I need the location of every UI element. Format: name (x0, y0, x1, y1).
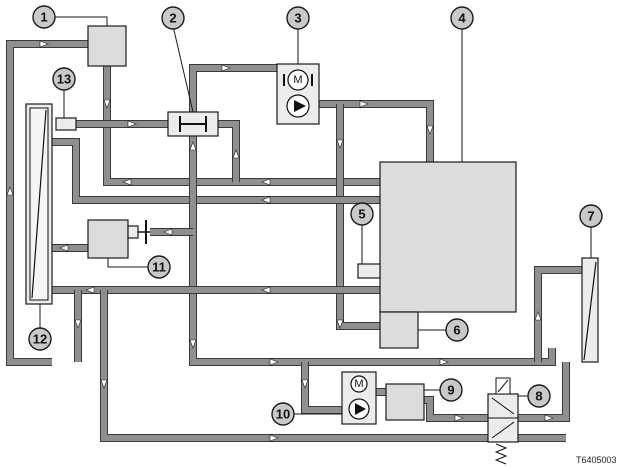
flow-arrow (544, 414, 554, 422)
flow-arrow (269, 358, 279, 366)
svg-text:5: 5 (358, 207, 365, 222)
flow-arrows (6, 40, 554, 442)
flow-arrow (439, 358, 449, 366)
flow-arrow (189, 141, 197, 151)
callout-5: 5 (350, 202, 374, 226)
flow-arrow (6, 186, 14, 196)
components: M (25, 25, 599, 465)
flow-arrow (221, 64, 231, 72)
flow-arrow (454, 414, 464, 422)
callout-12: 12 (28, 327, 52, 351)
component-8-solenoid-valve (487, 377, 519, 465)
pipe-outer-left-loop-fill (7, 41, 88, 365)
svg-text:8: 8 (535, 389, 542, 404)
flow-arrow (261, 286, 271, 294)
component-7-radiator (581, 257, 599, 363)
svg-text:10: 10 (276, 407, 290, 422)
component-12-radiator (25, 103, 53, 305)
reference-code: T6405003 (576, 455, 617, 465)
callout-7: 7 (579, 204, 603, 228)
flow-arrow (59, 244, 69, 252)
svg-text:6: 6 (453, 323, 460, 338)
callout-8: 8 (527, 384, 551, 408)
svg-text:9: 9 (447, 383, 454, 398)
flow-arrow (74, 319, 82, 329)
callout-13: 13 (52, 67, 76, 91)
flow-arrow (261, 178, 271, 186)
flow-arrow (359, 100, 369, 108)
flow-arrow (336, 139, 344, 149)
component-2-valve (167, 111, 219, 137)
component-1-tank (87, 25, 127, 67)
flow-arrow (269, 434, 279, 442)
flow-arrow (163, 228, 173, 236)
motor-symbol: M (293, 74, 302, 86)
callouts: 1 2 3 4 5 6 7 8 9 10 11 12 13 (28, 5, 603, 426)
flow-arrow (100, 379, 108, 389)
leader-2 (172, 25, 194, 113)
flow-arrow (189, 339, 197, 349)
callout-2: 2 (161, 6, 185, 30)
pipe-7-top (534, 266, 582, 362)
pipe-8-to-7-fill (518, 362, 569, 421)
component-3-pump: M (276, 63, 320, 125)
component-6 (379, 311, 419, 349)
flow-arrow (85, 286, 95, 294)
pipe-2-to-pump (189, 64, 277, 112)
svg-text:7: 7 (587, 209, 594, 224)
motor-symbol: M (354, 378, 363, 390)
svg-text:2: 2 (169, 11, 176, 26)
pipe-radiator-return-fill (52, 139, 380, 203)
pipe-main-trunk-fill (190, 136, 555, 365)
svg-text:3: 3 (294, 11, 301, 26)
pipe-radiator-return (52, 138, 380, 204)
pipe-7-top-fill (535, 267, 582, 362)
leader-1 (54, 16, 108, 26)
svg-text:4: 4 (458, 11, 466, 26)
flow-arrow (336, 319, 344, 329)
svg-text:12: 12 (33, 332, 47, 347)
pipe-pump-to-engine (319, 100, 434, 162)
flow-arrow (127, 120, 137, 128)
leader-11 (107, 258, 148, 268)
flow-arrow (232, 149, 240, 159)
component-9 (385, 383, 425, 421)
callout-10: 10 (271, 402, 295, 426)
callout-4: 4 (450, 6, 474, 30)
flow-arrow (261, 196, 271, 204)
component-4-engine (379, 161, 517, 313)
svg-text:1: 1 (40, 10, 47, 25)
callout-3: 3 (286, 6, 310, 30)
pipe-bottom-loop-fill (101, 290, 488, 441)
flow-arrow (39, 40, 49, 48)
component-10-pump: M (341, 371, 377, 425)
flow-arrow (301, 379, 309, 389)
component-11-thermostat (87, 219, 150, 259)
pipe-2-return-fill (218, 121, 239, 182)
pipe-to-pump-10 (301, 362, 342, 414)
flow-arrow (103, 99, 111, 109)
svg-text:13: 13 (57, 72, 71, 87)
pipe-2-to-pump-fill (190, 65, 277, 112)
callout-1: 1 (32, 5, 56, 29)
pipe-network (6, 40, 582, 442)
pipe-pump-to-engine-fill (319, 101, 433, 162)
flow-arrow (122, 178, 132, 186)
callout-leaders (39, 16, 592, 415)
callout-11: 11 (147, 255, 171, 279)
component-5-sensor (357, 263, 381, 279)
svg-text:11: 11 (152, 260, 166, 275)
callout-6: 6 (445, 318, 469, 342)
pipe-to-pump-10-fill (302, 362, 342, 413)
flow-arrow (534, 311, 542, 321)
flow-arrow (426, 125, 434, 135)
component-13-sensor (55, 117, 77, 131)
callout-9: 9 (439, 378, 463, 402)
